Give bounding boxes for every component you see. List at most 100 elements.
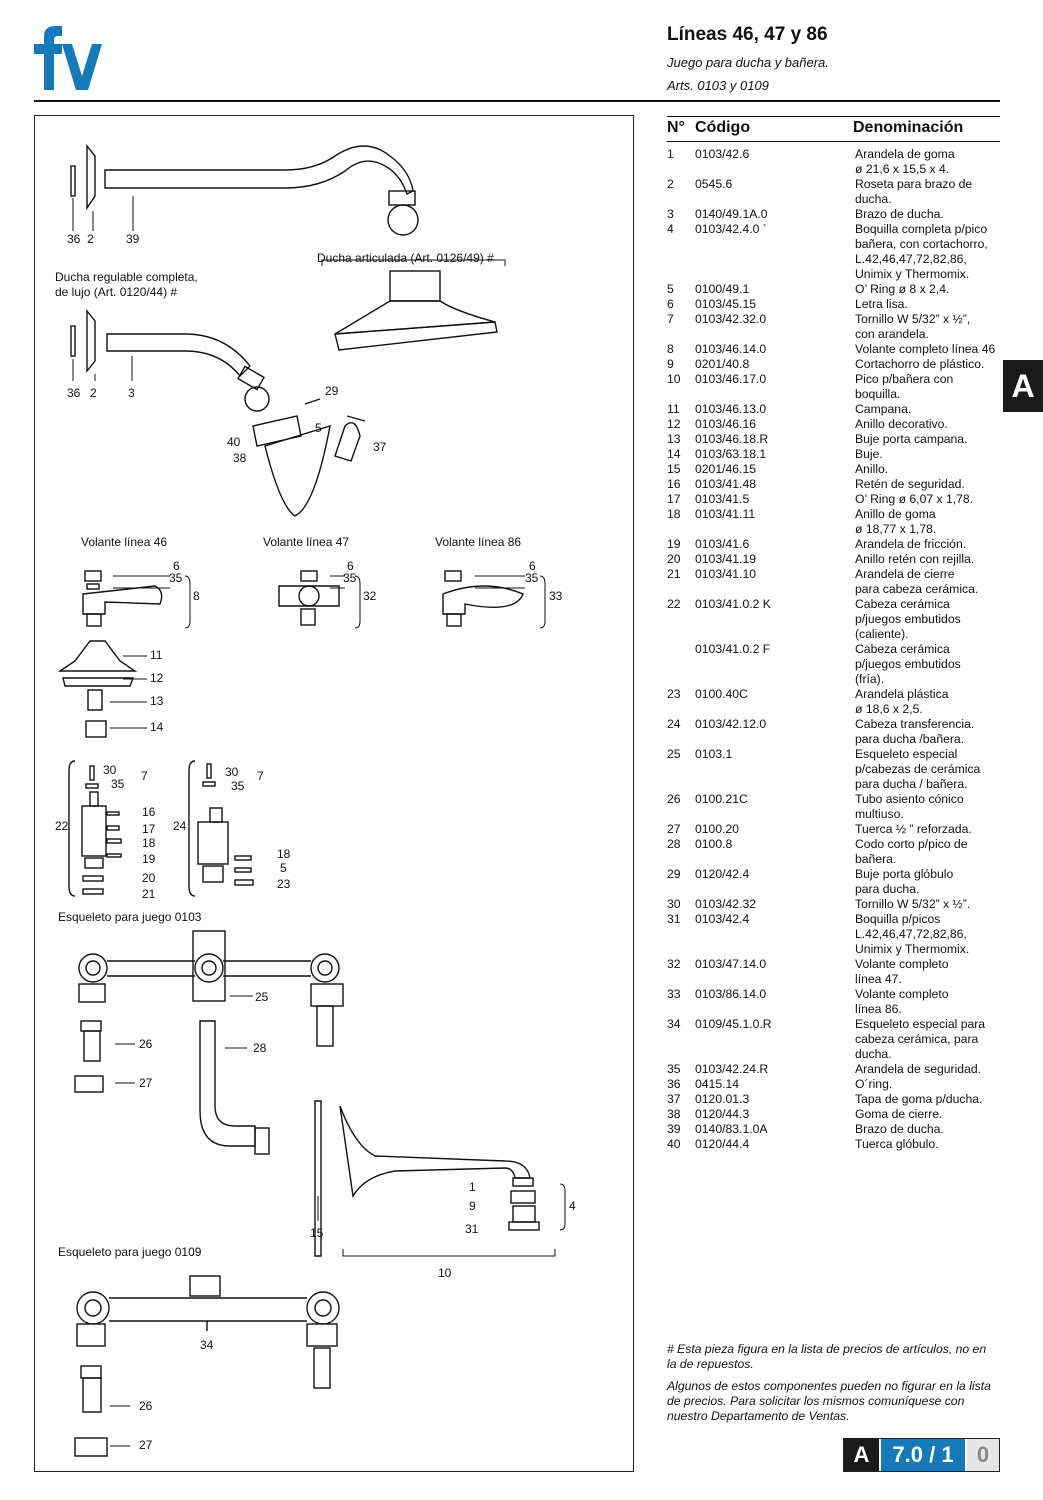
part-name: (caliente). — [855, 627, 909, 641]
part-code: 0103/42.12.0 — [695, 717, 767, 731]
part-name: Anillo retén con rejilla. — [855, 552, 975, 566]
part-name: Tuerca glóbulo. — [855, 1137, 939, 1151]
part-name: Anillo decorativo. — [855, 417, 948, 431]
part-name: Anillo. — [855, 462, 889, 476]
callout-30b: 30 — [225, 765, 239, 779]
part-name: O’ Ring ø 8 x 2,4. — [855, 282, 950, 296]
table-top-rule — [667, 116, 1000, 117]
callout-1: 1 — [469, 1180, 476, 1194]
part-number: 11 — [667, 402, 680, 416]
part-name: Anillo de goma — [855, 507, 936, 521]
handle-46 — [82, 570, 163, 627]
callout-14: 14 — [150, 720, 164, 734]
part-name: Volante completo — [855, 987, 949, 1001]
part-name: Letra lisa. — [855, 297, 908, 311]
part-name: p/juegos embutidos — [855, 612, 961, 626]
part-number: 14 — [667, 447, 681, 461]
bath-spout-10 — [314, 1100, 540, 1257]
callout-18b: 18 — [277, 847, 291, 861]
col-header-n: N° — [667, 119, 685, 136]
callout-40: 40 — [227, 435, 241, 449]
callout-12: 12 — [150, 671, 164, 685]
part-code: 0415.14 — [695, 1077, 740, 1091]
part-code: 0103/47.14.0 — [695, 957, 767, 971]
part-name: Unimix y Thermomix. — [855, 267, 970, 281]
part-code: 0201/46.15 — [695, 462, 756, 476]
part-name: Arandela de seguridad. — [855, 1062, 982, 1076]
part-number: 2 — [667, 177, 674, 191]
page-indicator: A 7.0 / 1 0 — [843, 1438, 1000, 1472]
callout-8: 8 — [193, 589, 200, 603]
callout-6c: 6 — [529, 559, 536, 573]
table-header-rule — [667, 141, 1000, 142]
callout-11: 11 — [150, 648, 163, 662]
part-code: 0545.6 — [695, 177, 733, 191]
part-code: 0100.8 — [695, 837, 733, 851]
section-tab: A — [1003, 360, 1043, 412]
part-number: 26 — [667, 792, 681, 806]
callout-32: 32 — [363, 589, 377, 603]
part-name: para ducha. — [855, 882, 920, 896]
part-number: 1 — [667, 147, 674, 161]
part-code: 0103/86.14.0 — [695, 987, 767, 1001]
callout-21: 21 — [142, 887, 156, 901]
part-number: 20 — [667, 552, 681, 566]
part-number: 4 — [667, 222, 674, 236]
part-number: 9 — [667, 357, 674, 371]
part-name: Unimix y Thermomix. — [855, 942, 970, 956]
part-name: multiuso. — [855, 807, 904, 821]
callout-36a: 36 — [67, 232, 81, 246]
articles-label: Arts. 0103 y 0109 — [667, 78, 769, 93]
part-name: para ducha / bañera. — [855, 777, 968, 791]
articulated-shower-head — [334, 270, 498, 351]
part-name: Arandela de goma — [855, 147, 955, 161]
part-number: 25 — [667, 747, 681, 761]
part-number: 18 — [667, 507, 681, 521]
part-number: 32 — [667, 957, 681, 971]
part-number: 13 — [667, 432, 681, 446]
part-name: Volante completo línea 46 — [855, 342, 996, 356]
part-name: Arandela plástica — [855, 687, 949, 701]
part-name: Brazo de ducha. — [855, 207, 944, 221]
callout-9: 9 — [469, 1199, 476, 1213]
footnote-availability: Algunos de estos componentes pueden no f… — [667, 1379, 991, 1423]
part-code: 0120/44.3 — [695, 1107, 750, 1121]
part-name: Buje porta glóbulo — [855, 867, 954, 881]
part-name: Cabeza transferencia. — [855, 717, 975, 731]
part-name: Cabeza cerámica — [855, 642, 950, 656]
part-code: 0103/41.0.2 F — [695, 642, 771, 656]
part-name: Tuerca ½ ” reforzada. — [855, 822, 972, 836]
part-number: 21 — [667, 567, 681, 581]
part-number: 15 — [667, 462, 681, 476]
label-volante-86: Volante línea 86 — [435, 535, 522, 549]
part-name: Pico p/bañera con — [855, 372, 954, 386]
label-ducha-regulable-1: Ducha regulable completa, — [55, 270, 198, 284]
part-code: 0100.40C — [695, 687, 748, 701]
shower-arm-39 — [70, 144, 419, 236]
callout-39: 39 — [126, 232, 140, 246]
callout-2b: 2 — [90, 386, 97, 400]
label-volante-46: Volante línea 46 — [81, 535, 168, 549]
callout-31: 31 — [465, 1222, 479, 1236]
adjustable-shower-arm — [70, 309, 366, 517]
part-number: 22 — [667, 597, 681, 611]
col-header-name: Denominación — [853, 119, 964, 136]
part-name: boquilla. — [855, 387, 901, 401]
part-number: 8 — [667, 342, 674, 356]
part-name: L.42,46,47,72,82,86, — [855, 927, 967, 941]
part-number: 28 — [667, 837, 681, 851]
part-name: (fría). — [855, 672, 885, 686]
part-name: Tornillo W 5/32” x ½”, — [855, 312, 971, 326]
part-code: 0103/42.4 — [695, 912, 750, 926]
header-divider — [34, 100, 1000, 102]
part-code: 0103/45.15 — [695, 297, 756, 311]
part-name: p/cabezas de cerámica — [855, 762, 981, 776]
exploded-diagram: 36 2 39 Ducha regulable completa, de luj… — [34, 115, 634, 1472]
callout-37: 37 — [373, 440, 387, 454]
callout-17: 17 — [142, 822, 156, 836]
part-code: 0120/42.4 — [695, 867, 750, 881]
part-code: 0103/42.32 — [695, 897, 756, 911]
page-letter: A — [844, 1439, 879, 1471]
callout-35a: 35 — [169, 571, 183, 585]
callout-35e: 35 — [231, 779, 245, 793]
